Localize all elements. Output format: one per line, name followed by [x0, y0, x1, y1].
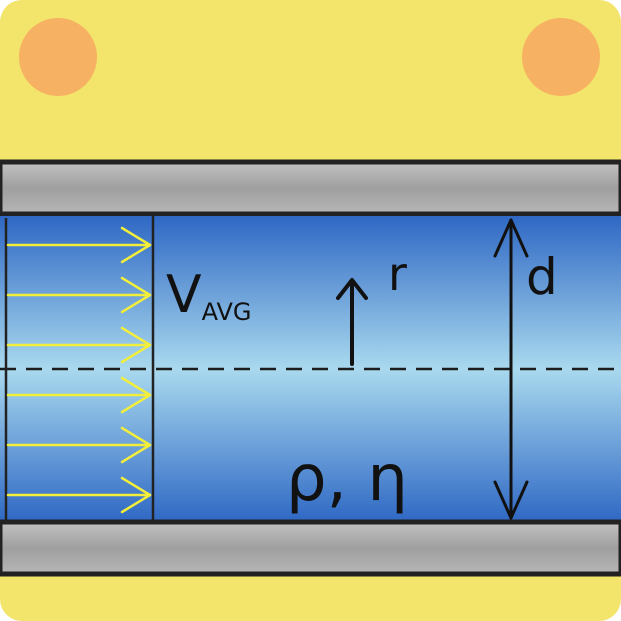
- velocity-label-main: V: [166, 265, 202, 325]
- diameter-label: d: [526, 248, 558, 306]
- velocity-arrow-icon: [6, 276, 152, 314]
- pipe-wall-top: [0, 159, 621, 217]
- velocity-arrow-icon: [6, 426, 152, 464]
- fluid-properties-label: ρ, η: [286, 442, 408, 516]
- pipe-wall-bottom: [0, 519, 621, 577]
- flow-arrows: [6, 226, 152, 514]
- radius-arrow-icon: [336, 278, 368, 366]
- velocity-arrow-icon: [6, 476, 152, 514]
- velocity-label: VAVG: [166, 265, 251, 326]
- fluid-channel: [0, 216, 621, 522]
- velocity-arrow-icon: [6, 226, 152, 264]
- corner-dot-icon: [19, 18, 97, 96]
- corner-dot-icon: [522, 18, 600, 96]
- diameter-double-arrow-icon: [493, 218, 529, 520]
- velocity-arrow-icon: [6, 326, 152, 364]
- radius-label: r: [388, 247, 407, 301]
- velocity-arrow-icon: [6, 376, 152, 414]
- velocity-label-subscript: AVG: [202, 298, 252, 326]
